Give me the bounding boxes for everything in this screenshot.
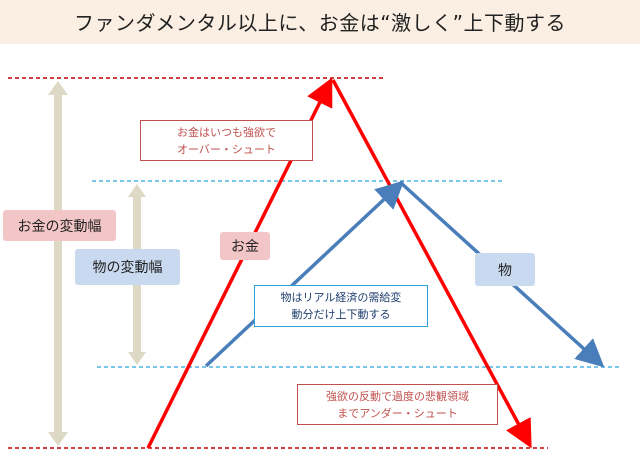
goods-range-label: 物の変動幅	[75, 249, 180, 285]
money-range-label: お金の変動幅	[3, 210, 116, 241]
goods-rise-arrow	[204, 180, 405, 368]
money-range-arrow	[48, 81, 68, 446]
undershoot-note-line2: までアンダー・シュート	[337, 407, 458, 420]
overshoot-note-line1: お金はいつも強欲で	[177, 126, 276, 139]
title-bar: ファンダメンタル以上に、お金は“激しく”上下動する	[0, 0, 640, 44]
goods-label: 物	[475, 253, 535, 286]
goods-note-line2: 動分だけ上下動する	[291, 308, 391, 321]
money-fall-arrow	[331, 79, 532, 449]
overshoot-note: お金はいつも強欲で オーバー・シュート	[140, 120, 313, 161]
goods-note-line1: 物はリアル経済の需給変	[280, 291, 402, 304]
overshoot-note-line2: オーバー・シュート	[177, 143, 276, 156]
money-label: お金	[220, 232, 270, 260]
undershoot-note: 強欲の反動で過度の悲観領域 までアンダー・シュート	[297, 384, 498, 425]
goods-note: 物はリアル経済の需給変 動分だけ上下動する	[254, 285, 428, 327]
page-title: ファンダメンタル以上に、お金は“激しく”上下動する	[73, 11, 567, 35]
undershoot-note-line1: 強欲の反動で過度の悲観領域	[326, 390, 469, 403]
